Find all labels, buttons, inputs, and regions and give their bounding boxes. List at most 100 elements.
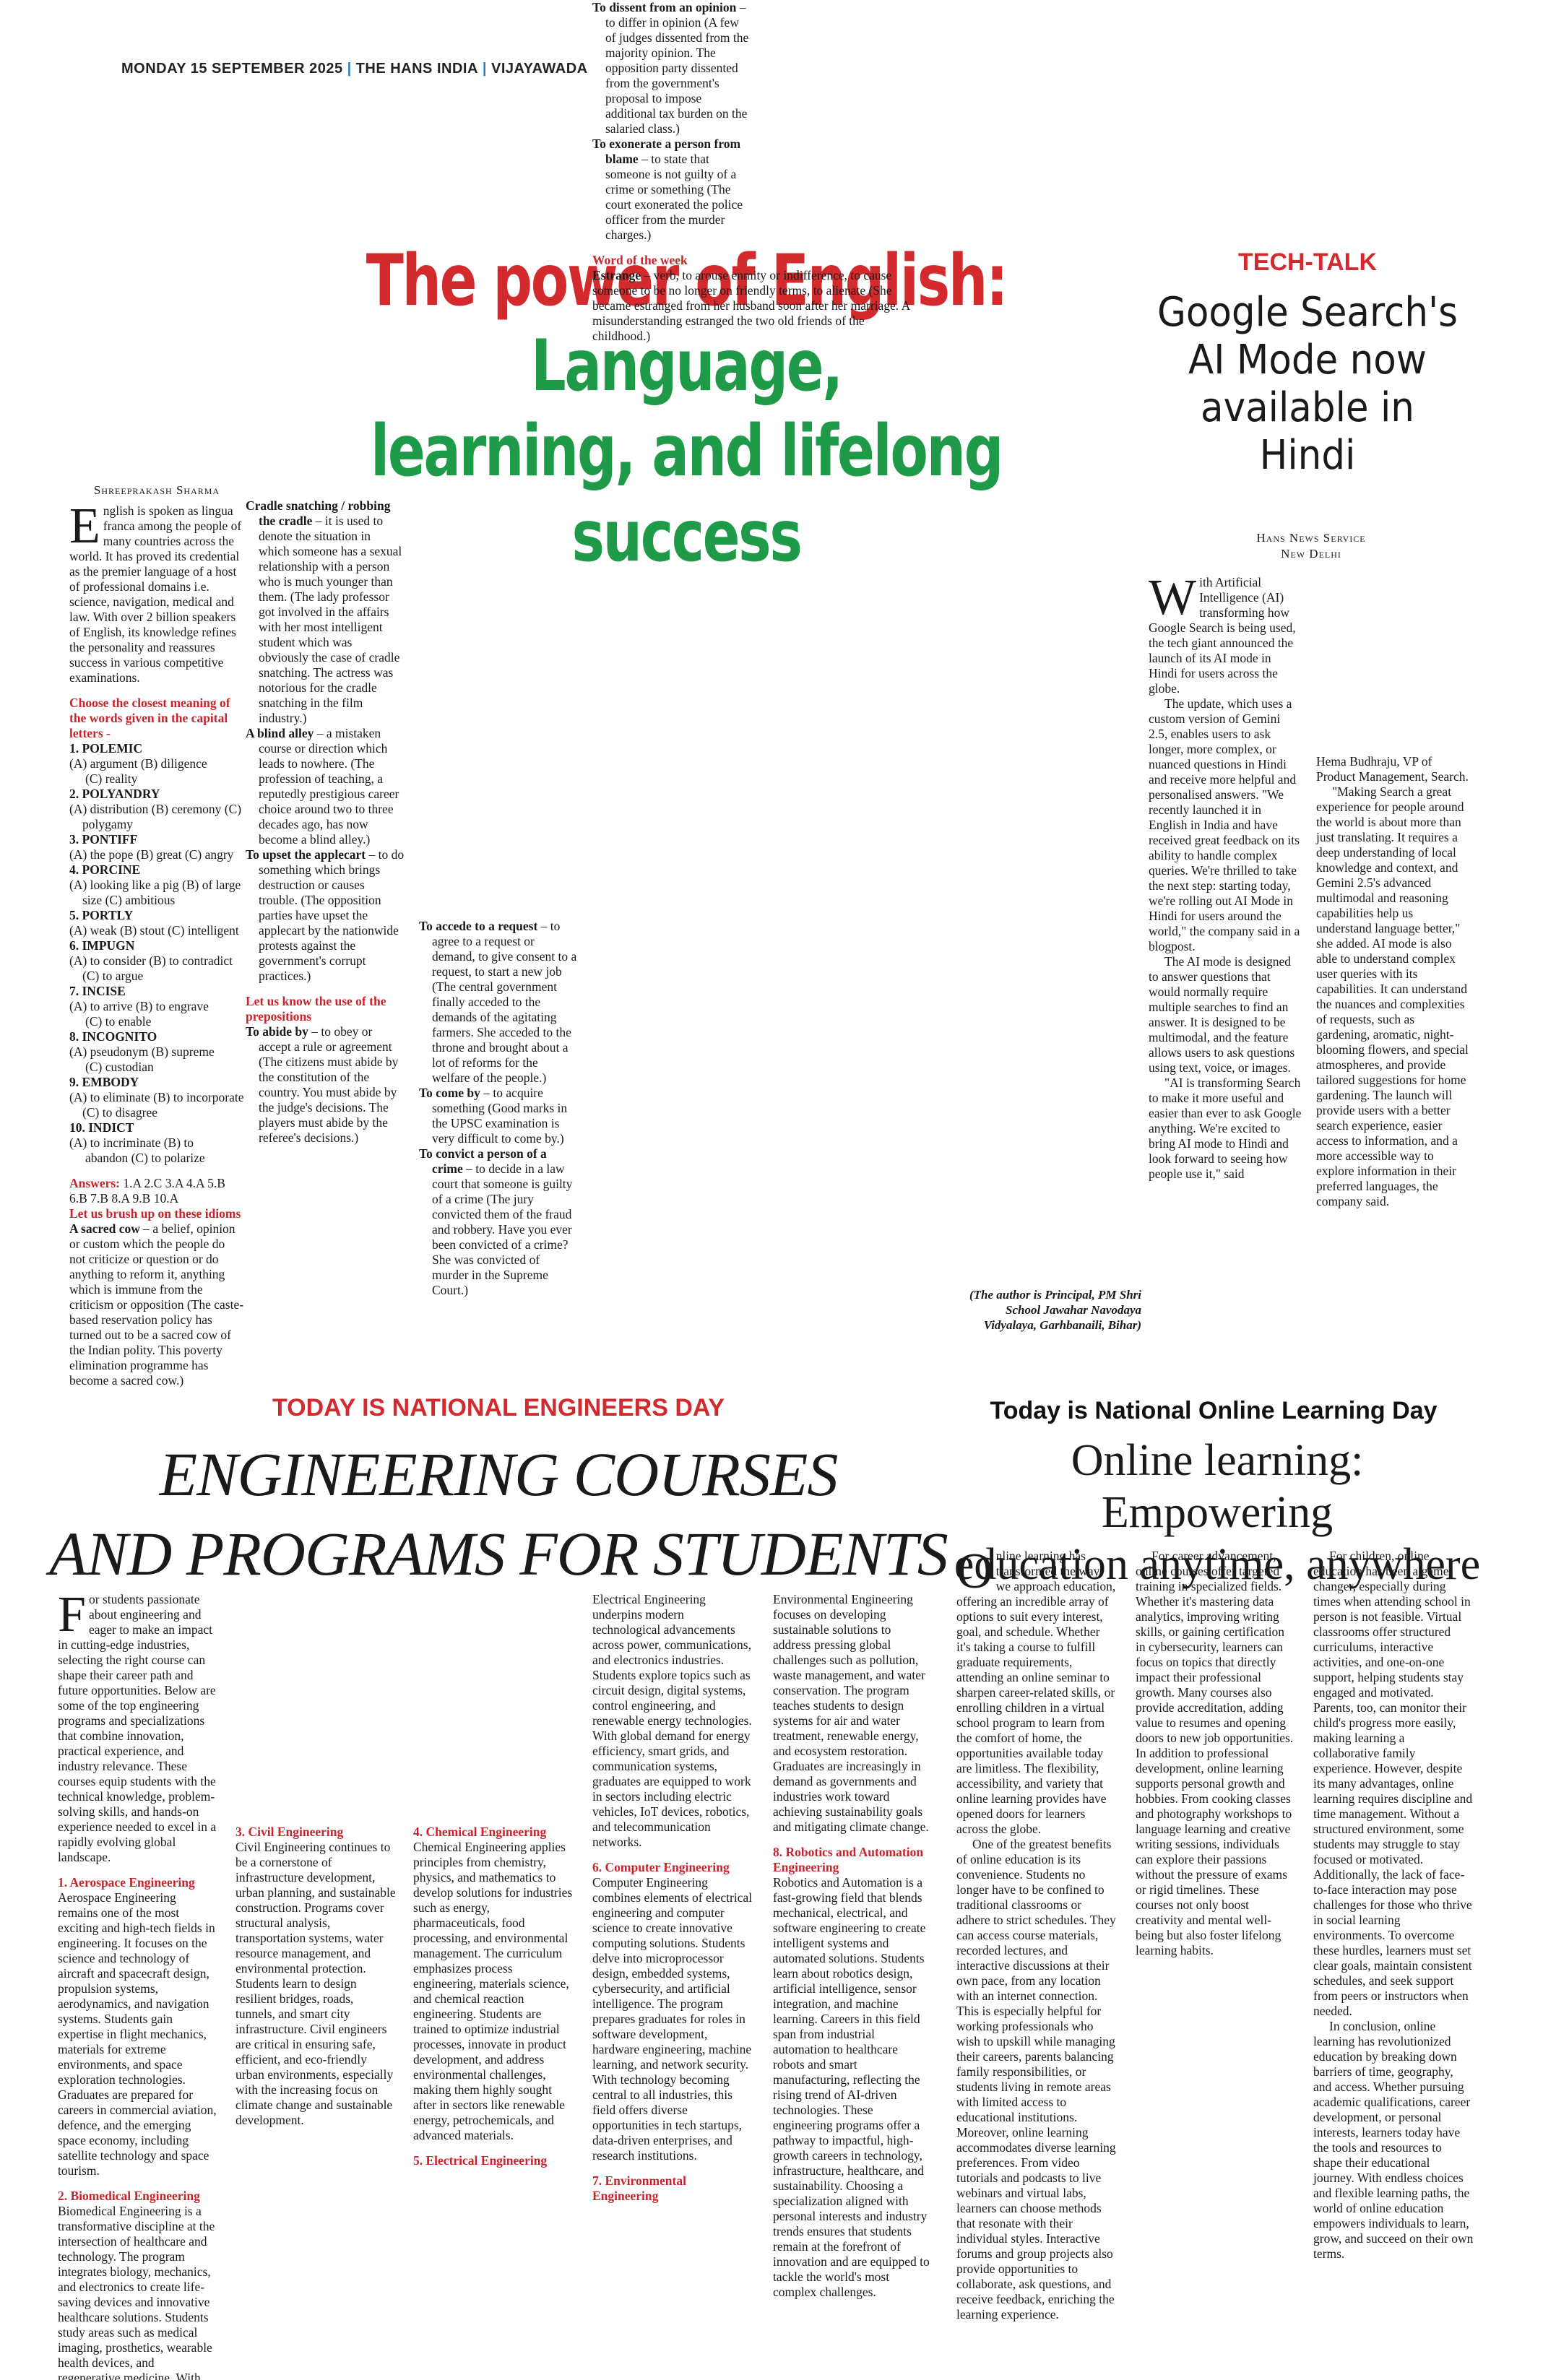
quiz-option: (A) to arrive (B) to engrave — [69, 999, 209, 1013]
idiom-definition: – a mistaken course or direction which l… — [259, 726, 399, 847]
engineering-headline: ENGINEERING COURSES AND PROGRAMS FOR STU… — [43, 1435, 954, 1593]
idioms-heading: Let us brush up on these idioms — [69, 1206, 241, 1221]
techtalk-column-2: Hema Budhraju, VP of Product Management,… — [1316, 754, 1471, 1209]
online-paragraph: In conclusion, online learning has revol… — [1313, 2019, 1474, 2261]
engineering-section-text: Biomedical Engineering is a transformati… — [58, 2204, 215, 2380]
engineering-section-title: 2. Biomedical Engineering — [58, 2189, 200, 2203]
english-intro: nglish is spoken as lingua franca among … — [69, 503, 242, 685]
quiz-question: 7. INCISE — [69, 984, 126, 998]
online-paragraph: One of the greatest benefits of online e… — [956, 1837, 1116, 2321]
preposition-term: To accede to a request — [419, 919, 538, 933]
engineering-section-text: Environmental Engineering focuses on dev… — [773, 1592, 929, 1834]
engineering-section-title: 5. Electrical Engineering — [413, 2153, 548, 2168]
idiom-definition: – a belief, opinion or custom which the … — [69, 1221, 244, 1388]
english-headline: The power of English: Language, learning… — [342, 238, 1030, 579]
preposition-term: To dissent from an opinion — [592, 0, 737, 14]
word-term: Estrange — [592, 268, 641, 282]
quiz-question: 8. INCOGNITO — [69, 1029, 157, 1044]
masthead-paper: THE HANS INDIA — [355, 61, 478, 77]
techtalk-headline: Google Search's AI Mode now available in… — [1157, 289, 1458, 479]
quiz-question: 10. INDICT — [69, 1120, 134, 1135]
english-byline: Shreeprakash Sharma — [93, 483, 220, 497]
techtalk-paragraph: The update, which uses a custom version … — [1149, 696, 1300, 953]
idiom-term: A blind alley — [246, 726, 314, 740]
idiom-term: Cradle snatching / robbing the cradle — [246, 498, 391, 528]
preposition-definition: – to acquire something (Good marks in th… — [432, 1086, 568, 1146]
english-column-2: Cradle snatching / robbing the cradle – … — [246, 498, 405, 1146]
quiz-option: (C) custodian — [85, 1060, 154, 1074]
quiz-option: abandon (C) to polarize — [85, 1151, 205, 1165]
quiz-question: 6. IMPUGN — [69, 938, 135, 953]
quiz-option: (A) to incriminate (B) to — [69, 1135, 194, 1150]
english-column-4: To dissent from an opinion – to differ i… — [592, 0, 909, 344]
masthead-date: MONDAY 15 SEPTEMBER 2025 — [121, 61, 343, 77]
quiz-question: 5. PORTLY — [69, 908, 134, 922]
quiz-question: 2. POLYANDRY — [69, 787, 160, 801]
online-headline-line-2: education anytime, anywhere — [954, 1540, 1481, 1589]
word-heading: Word of the week — [592, 253, 688, 267]
idiom-definition: – it is used to denote the situation in … — [259, 514, 402, 725]
techtalk-paragraph: "Making Search a great experience for pe… — [1316, 784, 1469, 1208]
engineering-section-text: Robotics and Automation is a fast-growin… — [773, 1875, 930, 2299]
preposition-term: To abide by — [246, 1024, 308, 1039]
quiz-option: (A) distribution (B) ceremony (C) polyga… — [69, 802, 242, 831]
engineering-section-title: 4. Chemical Engineering — [413, 1825, 547, 1839]
engineering-intro: or students passionate about engineering… — [58, 1592, 217, 1864]
quiz-option: (C) to enable — [85, 1014, 152, 1029]
preposition-definition: – to obey or accept a rule or agreement … — [259, 1024, 399, 1145]
engineering-headline-line-2: AND PROGRAMS FOR STUDENTS — [49, 1519, 948, 1588]
answers-label: Answers: — [69, 1176, 120, 1190]
quiz-question: 1. POLEMIC — [69, 741, 143, 756]
techtalk-byline: Hans News Service New Delhi — [1149, 530, 1474, 562]
quiz-option: (A) the pope (B) great (C) angry — [69, 847, 234, 862]
answers-text: 1.A 2.C 3.A 4.A 5.B 6.B 7.B 8.A 9.B 10.A — [69, 1176, 225, 1206]
quiz-option: (A) looking like a pig (B) of large size… — [69, 878, 241, 907]
engineering-column-2: 3. Civil Engineering Civil Engineering c… — [235, 1825, 396, 2128]
online-paragraph: For children, online education has been … — [1313, 1549, 1473, 2018]
preposition-definition: – to agree to a request or demand, to gi… — [432, 919, 577, 1085]
techtalk-byline-agency: Hans News Service — [1256, 531, 1366, 545]
engineering-dropcap: F — [58, 1587, 86, 1643]
preposition-definition: – to decide in a law court that someone … — [432, 1161, 573, 1297]
engineering-headline-line-1: ENGINEERING COURSES — [159, 1440, 839, 1509]
preposition-term: To exonerate a person from blame — [592, 137, 741, 166]
prepositions-heading: Let us know the use of the prepositions — [246, 994, 386, 1024]
techtalk-paragraph: Hema Budhraju, VP of Product Management,… — [1316, 754, 1469, 784]
quiz-option: (A) pseudonym (B) supreme — [69, 1044, 215, 1059]
quiz-list: 1. POLEMIC (A) argument (B) diligence (C… — [69, 741, 244, 1166]
engineering-section-text: Chemical Engineering applies principles … — [413, 1840, 573, 2142]
online-dropcap: O — [956, 1544, 993, 1599]
word-definition: – verb, to arouse enmity or indifference… — [592, 268, 910, 343]
english-headline-green-2: learning, and lifelong success — [371, 410, 1003, 578]
techtalk-paragraph: The AI mode is designed to answer questi… — [1149, 954, 1295, 1075]
online-kicker: Today is National Online Learning Day — [990, 1397, 1438, 1424]
masthead-separator: | — [482, 61, 488, 77]
engineering-column-4: Electrical Engineering underpins modern … — [592, 1592, 753, 2204]
online-column-3: For children, online education has been … — [1313, 1549, 1474, 2262]
idiom-definition: – to do something which brings destructi… — [259, 847, 405, 983]
online-paragraph: nline learning has transformed the way w… — [956, 1549, 1116, 1836]
engineering-section-title: 3. Civil Engineering — [235, 1825, 344, 1839]
engineering-column-5: Environmental Engineering focuses on dev… — [773, 1592, 932, 2300]
preposition-definition: – to differ in opinion (A few of judges … — [605, 0, 749, 136]
quiz-option: (A) to consider (B) to contradict (C) to… — [69, 953, 233, 983]
english-column-3: To accede to a request – to agree to a r… — [419, 919, 578, 1298]
preposition-term: To convict a person of a crime — [419, 1146, 547, 1176]
engineering-section-title: 8. Robotics and Automation Engineering — [773, 1845, 924, 1874]
online-headline-line-1: Online learning: Empowering — [1071, 1436, 1364, 1537]
preposition-term: To come by — [419, 1086, 480, 1100]
english-dropcap: E — [69, 498, 100, 554]
quiz-heading: Choose the closest meaning of the words … — [69, 696, 230, 740]
engineering-section-text: Aerospace Engineering remains one of the… — [58, 1890, 217, 2178]
online-column-2: For career advancement, online courses o… — [1136, 1549, 1296, 1958]
techtalk-paragraph: ith Artificial Intelligence (AI) transfo… — [1149, 575, 1296, 696]
techtalk-paragraph: "AI is transforming Search to make it mo… — [1149, 1076, 1302, 1181]
engineering-section-title: 6. Computer Engineering — [592, 1860, 730, 1874]
english-headline-green-1: Language, — [531, 325, 843, 407]
author-note: (The author is Principal, PM Shri School… — [969, 1288, 1141, 1332]
english-headline-red: The power of English: — [366, 240, 1008, 322]
engineering-kicker: TODAY IS NATIONAL ENGINEERS DAY — [272, 1394, 725, 1421]
